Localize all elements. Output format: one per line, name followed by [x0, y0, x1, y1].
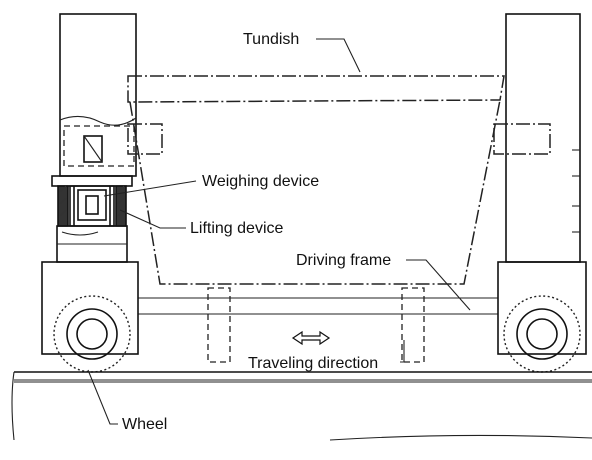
double-headed-arrow-icon — [291, 330, 331, 346]
right-column — [493, 13, 581, 263]
rail — [11, 371, 592, 441]
label-wheel: Wheel — [122, 416, 167, 433]
right-bogie — [497, 261, 587, 373]
driving-frame-drawing — [138, 287, 498, 363]
label-driving-frame: Driving frame — [296, 252, 391, 269]
left-bogie — [41, 261, 139, 373]
leader-lines — [87, 38, 471, 425]
label-traveling-direction: Traveling direction — [248, 355, 378, 372]
label-tundish: Tundish — [243, 31, 299, 48]
weighing-lifting-device-drawing — [51, 125, 135, 227]
label-lifting-device: Lifting device — [190, 220, 283, 237]
label-weighing-device: Weighing device — [202, 173, 319, 190]
tundish-drawing — [127, 75, 505, 285]
